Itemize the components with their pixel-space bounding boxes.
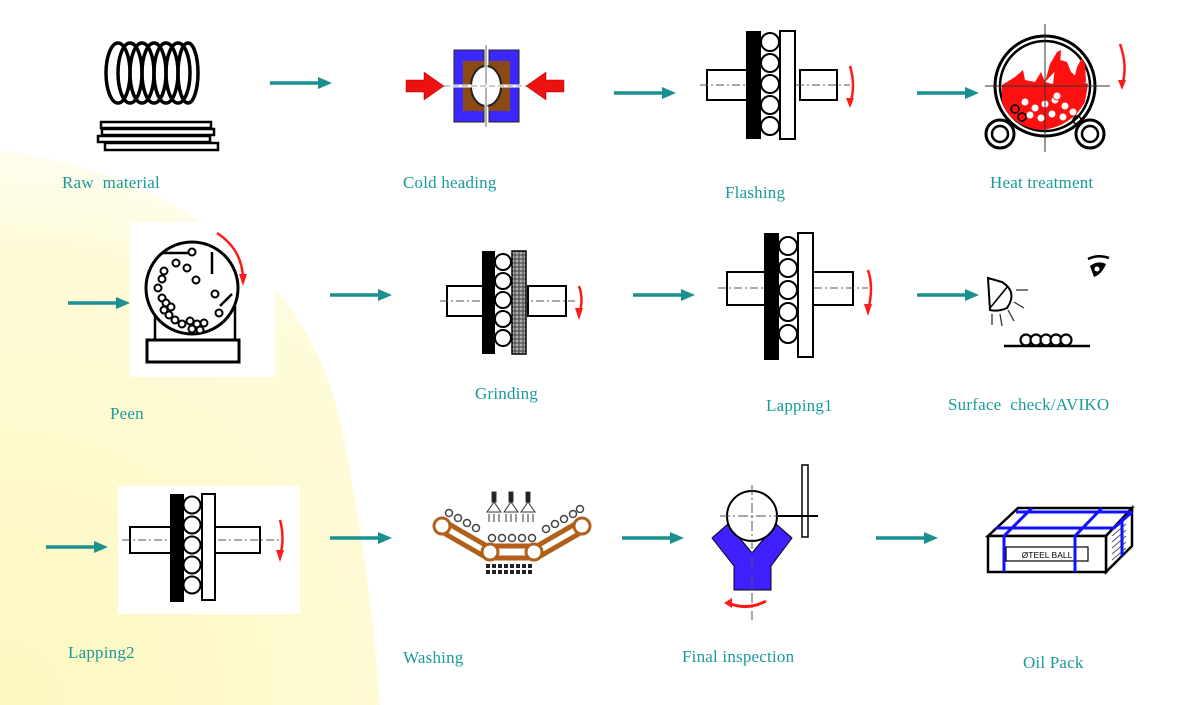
- step-label: Cold heading: [403, 173, 497, 192]
- wire-coil-icon: [96, 41, 220, 152]
- flow-arrow-1: [270, 77, 332, 89]
- flow-arrow-8: [46, 541, 108, 553]
- step-label: Peen: [110, 404, 144, 423]
- step-label: Lapping2: [68, 643, 135, 662]
- lapping-plates-icon: [122, 493, 284, 602]
- step-label: Final inspection: [682, 647, 795, 666]
- flow-arrow-9: [330, 532, 392, 544]
- step-label: Oil Pack: [1023, 653, 1084, 672]
- step-label: Washing: [403, 648, 464, 667]
- peening-drum-icon: [144, 231, 247, 364]
- lapping-plates-icon: [718, 232, 873, 360]
- step-label: Flashing: [725, 183, 786, 202]
- vblock-gauge-icon: [711, 464, 818, 620]
- flow-arrow-10: [622, 532, 684, 544]
- lamp-eye-inspection-icon: [986, 255, 1110, 348]
- strapped-box-icon: ØTEEL BALL: [984, 504, 1135, 576]
- flow-arrow-5: [330, 289, 392, 301]
- step-label: Raw material: [62, 173, 160, 192]
- step-label: Surface check/AVIKO: [948, 395, 1110, 414]
- flow-arrow-11: [876, 532, 938, 544]
- step-label: Heat treatment: [990, 173, 1094, 192]
- furnace-drum-icon: [984, 24, 1126, 152]
- flow-arrow-4: [68, 297, 130, 309]
- flow-arrow-6: [633, 289, 695, 301]
- washing-conveyor-icon: [432, 491, 592, 574]
- flashing-plates-icon: [700, 30, 855, 140]
- step-label: Grinding: [475, 384, 538, 403]
- grinding-plates-icon: [440, 250, 583, 355]
- heading-die-icon: [405, 45, 565, 127]
- flow-arrow-7: [917, 289, 979, 301]
- flow-arrow-2: [614, 87, 676, 99]
- box-label-text: ØTEEL BALL: [1022, 550, 1073, 560]
- step-label: Lapping1: [766, 396, 833, 415]
- flow-arrow-3: [917, 87, 979, 99]
